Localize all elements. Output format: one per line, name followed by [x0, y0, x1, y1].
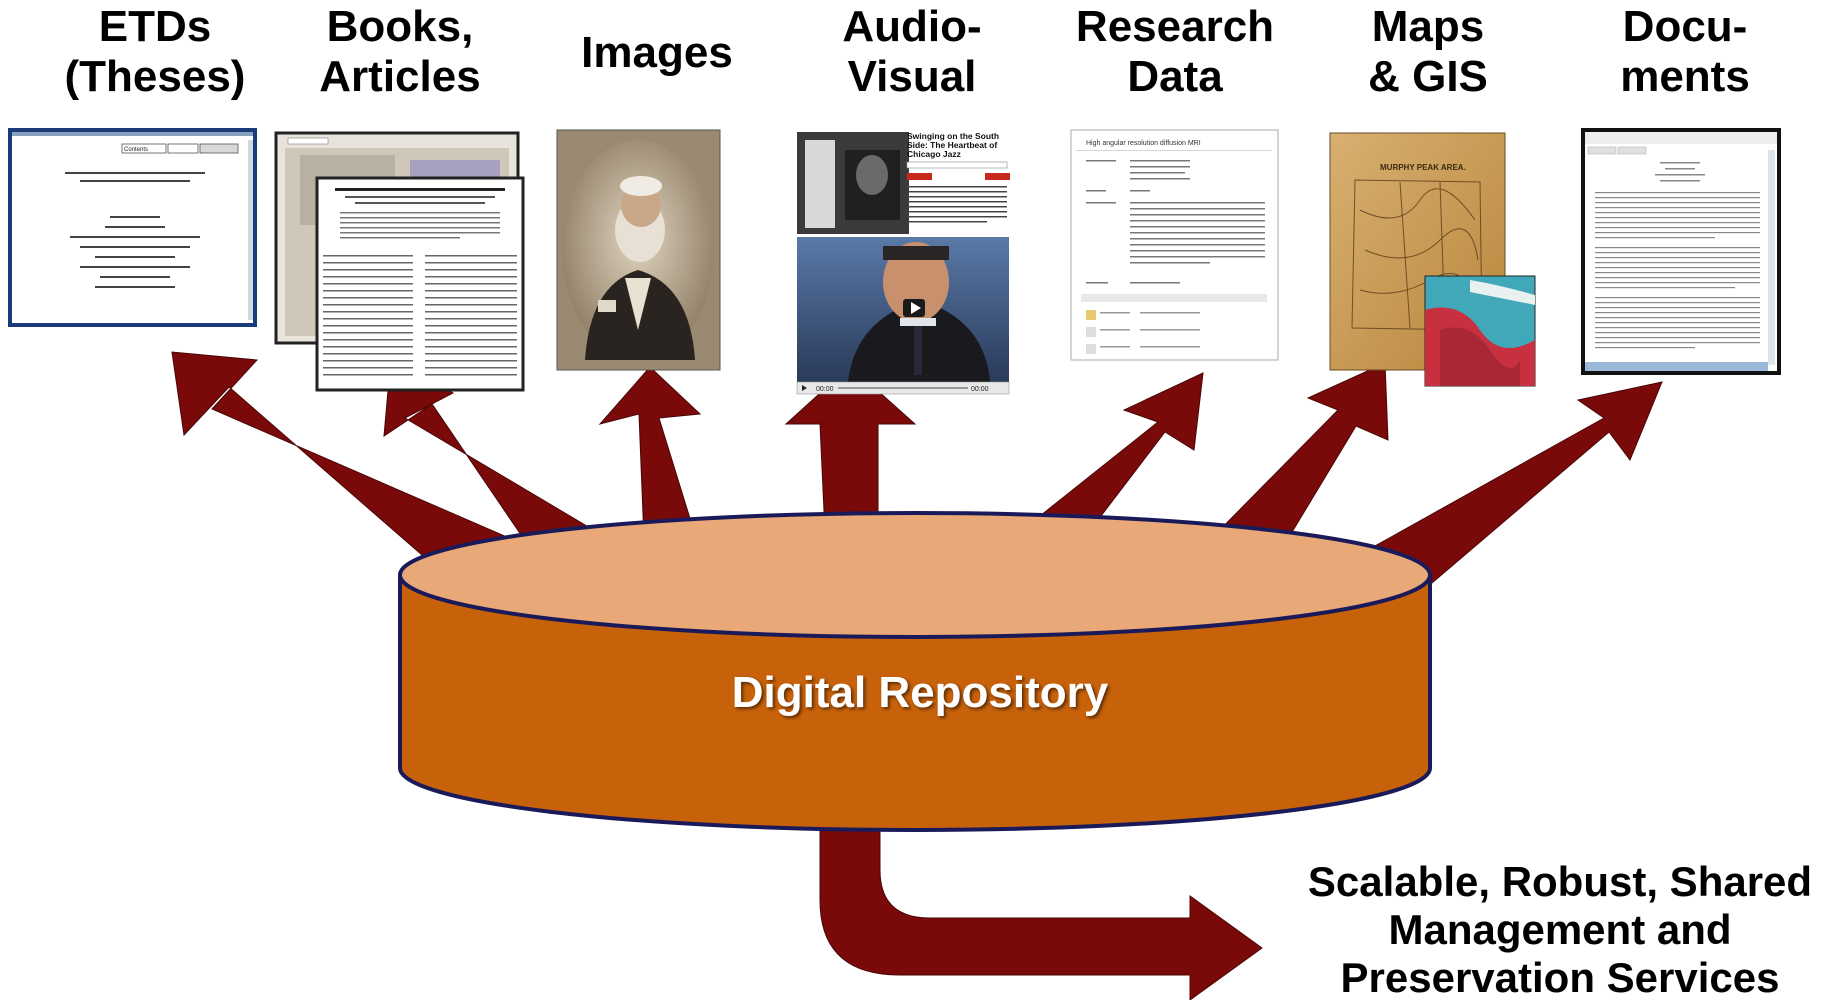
- etds-search-label: Contents: [124, 147, 148, 153]
- map-title: MURPHY PEAK AREA.: [1380, 163, 1466, 172]
- thumbnail-maps: MURPHY PEAK AREA.: [1329, 132, 1536, 387]
- av-title-line1: Swinging on the South: [907, 131, 999, 141]
- services-label: Scalable, Robust, Shared Management and …: [1290, 858, 1830, 1002]
- label-research-data: Research Data: [1065, 2, 1285, 102]
- thumbnail-documents: [1581, 128, 1781, 375]
- label-etds-line2: (Theses): [64, 52, 246, 101]
- arrow-to-docs: [1374, 381, 1663, 590]
- label-maps-line2: & GIS: [1368, 52, 1488, 101]
- label-docs-line1: Docu-: [1622, 2, 1748, 51]
- label-documents: Docu- ments: [1585, 2, 1785, 102]
- thumbnail-research-data: High angular resolution diffusion MRI: [1070, 129, 1279, 361]
- label-research-line2: Data: [1127, 52, 1223, 101]
- thumbnail-etds: Contents: [8, 128, 257, 327]
- services-line1: Scalable, Robust, Shared: [1307, 858, 1813, 905]
- arrow-to-maps: [1204, 362, 1389, 553]
- digital-repository-cylinder: [398, 511, 1432, 832]
- label-etds-line1: ETDs: [98, 2, 212, 51]
- thumbnail-images: [556, 129, 721, 371]
- label-audio-visual: Audio- Visual: [812, 2, 1012, 102]
- av-title-line3: Chicago Jazz: [907, 149, 961, 159]
- label-images-line1: Images: [581, 28, 733, 77]
- cylinder-top: [398, 511, 1432, 639]
- label-books-line2: Articles: [319, 52, 481, 101]
- label-av-line1: Audio-: [842, 2, 982, 51]
- label-research-line1: Research: [1075, 2, 1275, 51]
- cylinder-body: [398, 573, 1432, 832]
- label-maps: Maps & GIS: [1328, 2, 1528, 102]
- thumbnail-books: [274, 131, 525, 392]
- label-books-line1: Books,: [326, 2, 474, 51]
- label-docs-line2: ments: [1620, 52, 1750, 101]
- av-title-line2: Side: The Heartbeat of: [907, 140, 997, 150]
- thumbnail-audio-visual: Swinging on the South Side: The Heartbea…: [796, 131, 1010, 395]
- label-maps-line1: Maps: [1371, 2, 1485, 51]
- arrow-to-services: [819, 819, 1263, 1000]
- label-av-line2: Visual: [847, 52, 977, 101]
- label-images: Images: [557, 28, 757, 78]
- av-time-end: 00:00: [971, 386, 989, 393]
- av-time-start: 00:00: [816, 386, 834, 393]
- services-line2: Management and: [1388, 906, 1732, 953]
- arrows: [171, 351, 1663, 1000]
- label-etds: ETDs (Theses): [55, 2, 255, 102]
- repository-label: Digital Repository: [731, 668, 1109, 717]
- services-line3: Preservation Services: [1340, 954, 1780, 1001]
- research-title: High angular resolution diffusion MRI: [1086, 140, 1201, 147]
- label-books: Books, Articles: [300, 2, 500, 102]
